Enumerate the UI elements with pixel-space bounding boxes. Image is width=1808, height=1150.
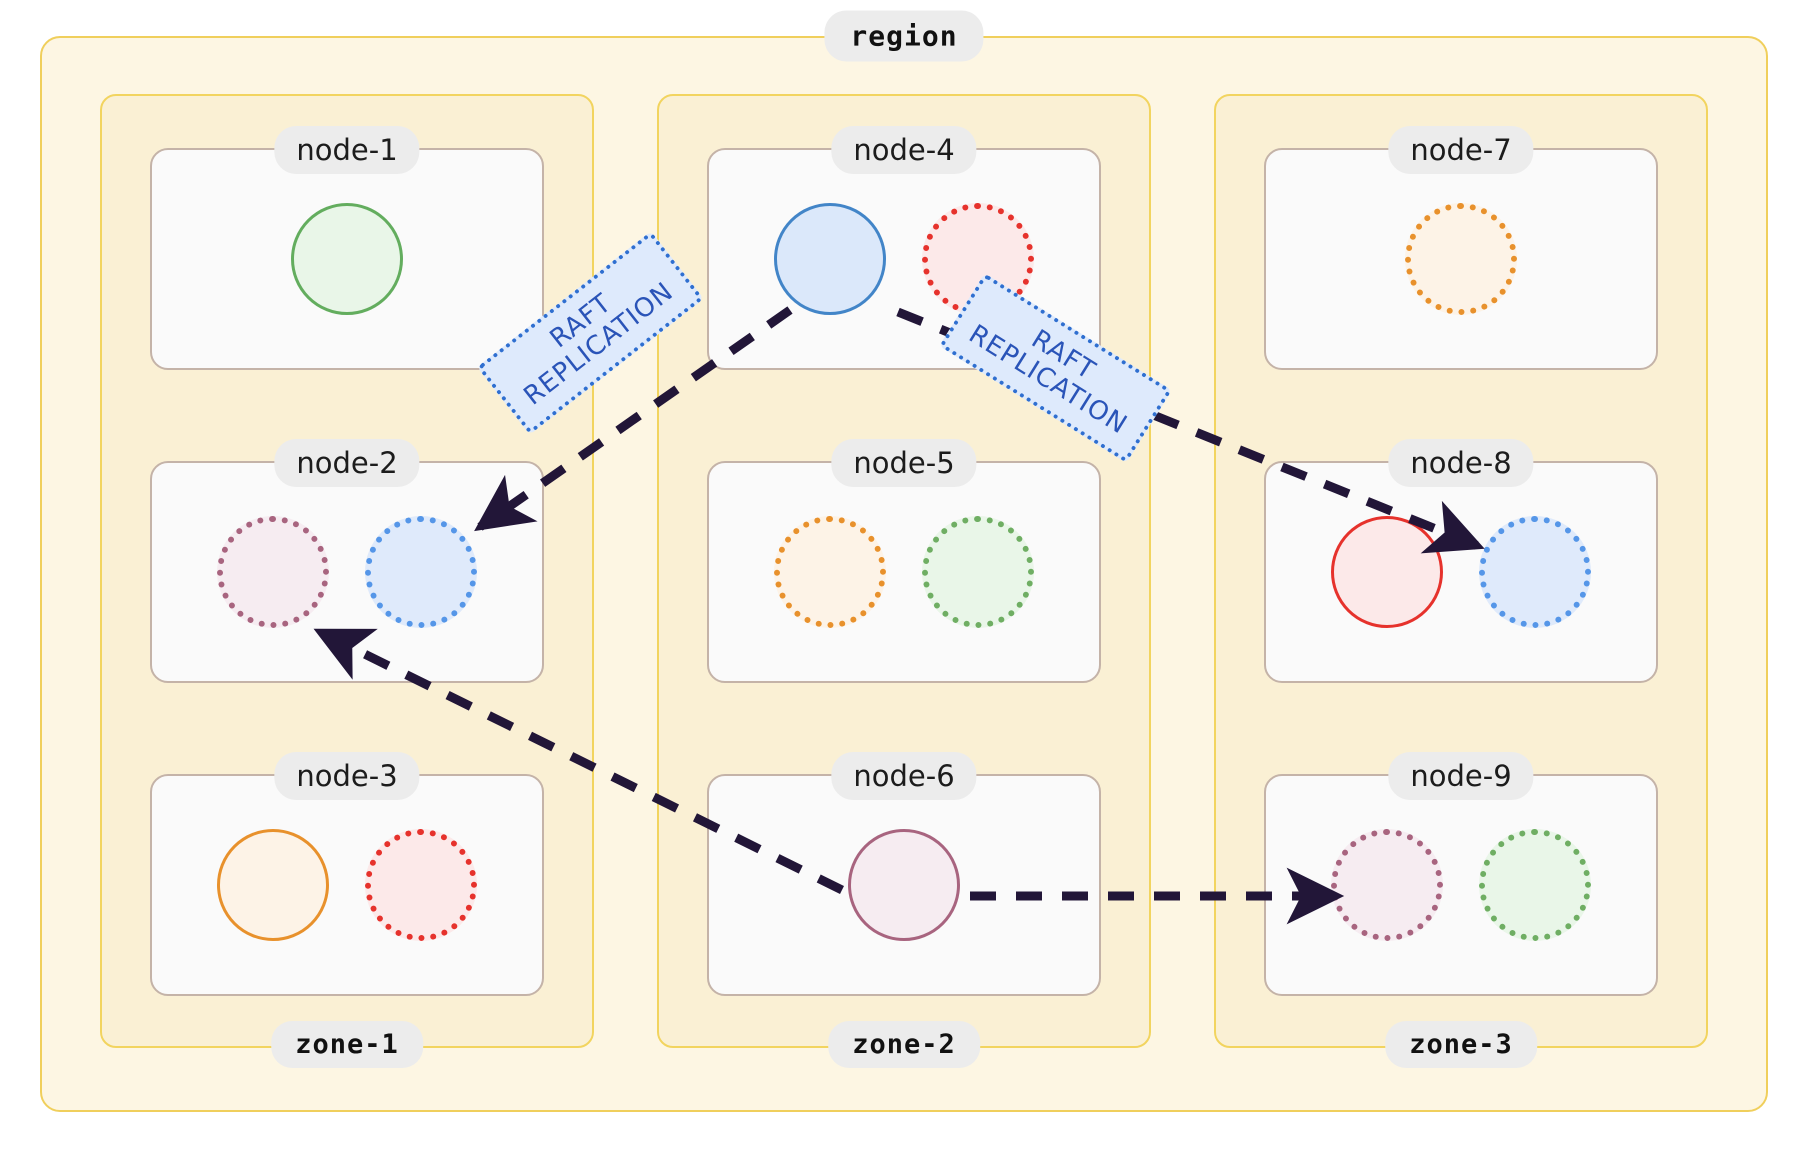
shard-group-node-6	[709, 776, 1099, 994]
shard-dotted-2[interactable]	[922, 516, 1034, 628]
shard-solid-1[interactable]	[217, 829, 329, 941]
shard-dotted-2[interactable]	[1479, 516, 1591, 628]
zone-label-1: zone-1	[271, 1021, 423, 1068]
shard-group-node-3	[152, 776, 542, 994]
shard-dotted-1[interactable]	[774, 516, 886, 628]
shard-dotted-2[interactable]	[365, 829, 477, 941]
shard-group-node-9	[1266, 776, 1656, 994]
shard-group-node-2	[152, 463, 542, 681]
shard-solid-1[interactable]	[1331, 516, 1443, 628]
shard-group-node-4	[709, 150, 1099, 368]
shard-dotted-1[interactable]	[1331, 829, 1443, 941]
shard-dotted-1[interactable]	[217, 516, 329, 628]
node-container-node-5[interactable]: node-5	[707, 439, 1101, 683]
node-label-node-7: node-7	[1388, 126, 1534, 174]
shard-dotted-1[interactable]	[1405, 203, 1517, 315]
shard-group-node-5	[709, 463, 1099, 681]
shard-solid-1[interactable]	[848, 829, 960, 941]
shard-solid-1[interactable]	[774, 203, 886, 315]
shard-solid-1[interactable]	[291, 203, 403, 315]
zone-label-3: zone-3	[1385, 1021, 1537, 1068]
node-container-node-7[interactable]: node-7	[1264, 126, 1658, 370]
shard-group-node-1	[152, 150, 542, 368]
shard-group-node-7	[1266, 150, 1656, 368]
shard-dotted-2[interactable]	[1479, 829, 1591, 941]
node-container-node-9[interactable]: node-9	[1264, 752, 1658, 996]
node-container-node-6[interactable]: node-6	[707, 752, 1101, 996]
node-container-node-3[interactable]: node-3	[150, 752, 544, 996]
node-label-node-1: node-1	[274, 126, 420, 174]
node-label-node-4: node-4	[831, 126, 977, 174]
node-label-node-6: node-6	[831, 752, 977, 800]
node-container-node-8[interactable]: node-8	[1264, 439, 1658, 683]
node-label-node-3: node-3	[274, 752, 420, 800]
shard-group-node-8	[1266, 463, 1656, 681]
node-label-node-5: node-5	[831, 439, 977, 487]
zone-label-2: zone-2	[828, 1021, 980, 1068]
node-label-node-9: node-9	[1388, 752, 1534, 800]
shard-dotted-2[interactable]	[365, 516, 477, 628]
region-label: region	[824, 10, 984, 62]
node-label-node-2: node-2	[274, 439, 420, 487]
node-label-node-8: node-8	[1388, 439, 1534, 487]
node-container-node-2[interactable]: node-2	[150, 439, 544, 683]
node-container-node-1[interactable]: node-1	[150, 126, 544, 370]
